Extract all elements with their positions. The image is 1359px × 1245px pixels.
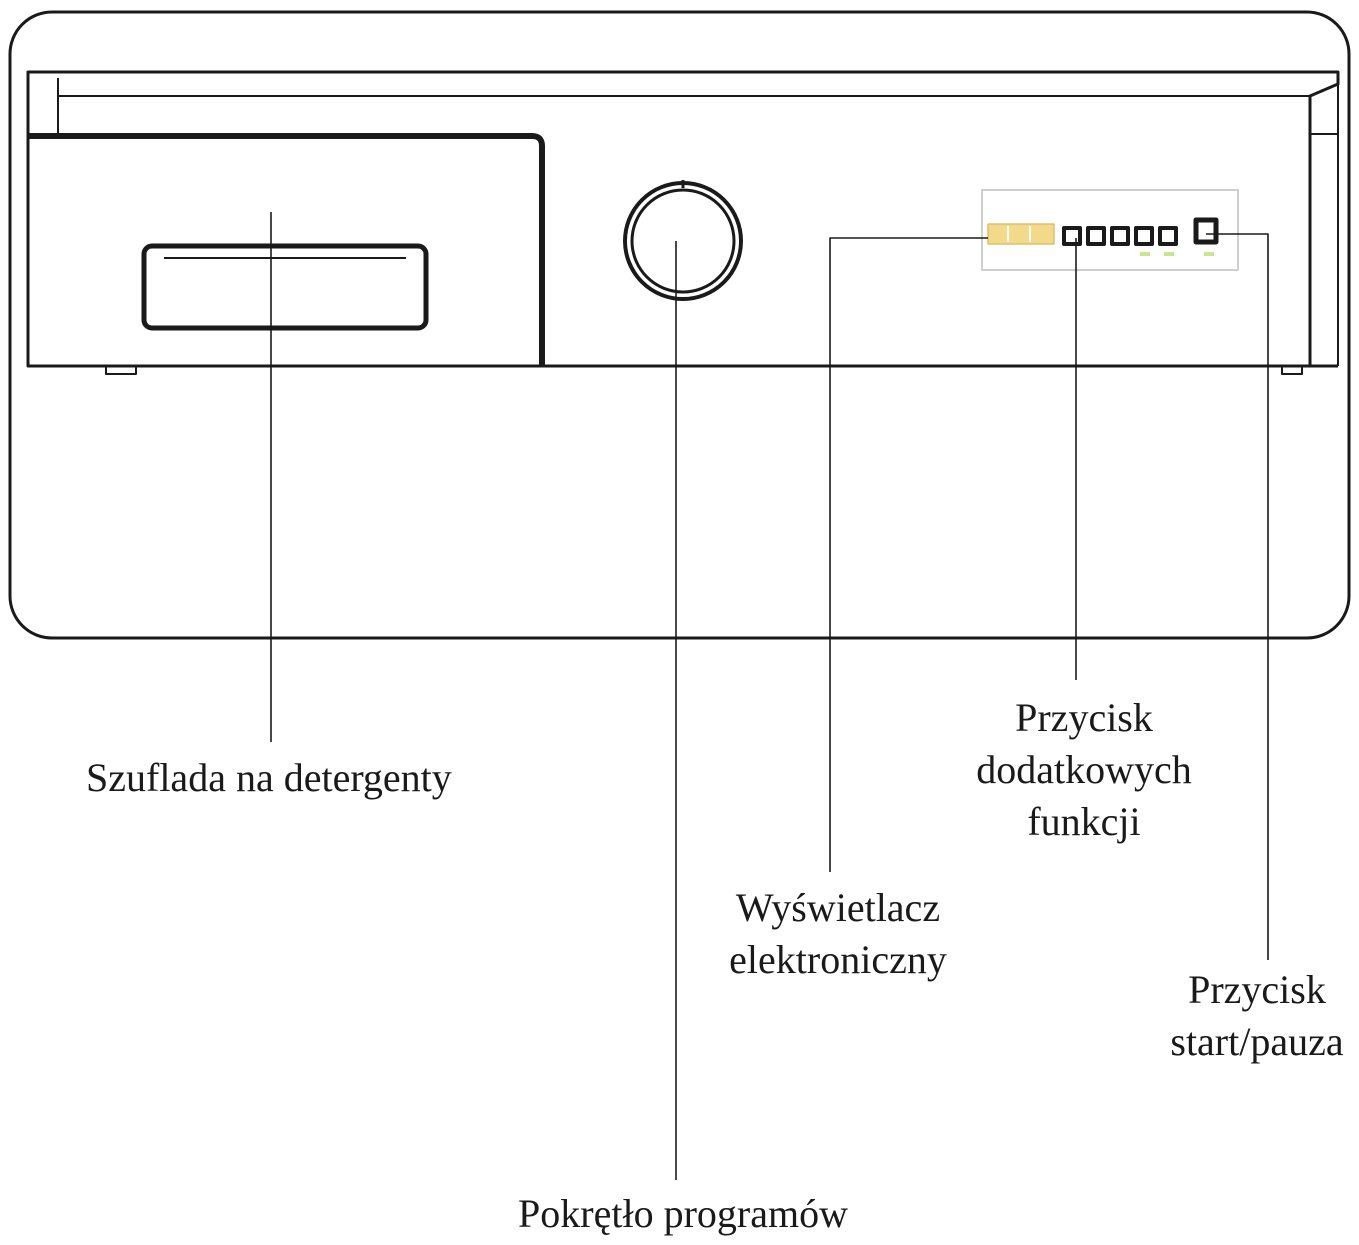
leader-start-pause — [1206, 233, 1269, 960]
label-detergent-drawer: Szuflada na detergenty — [86, 755, 452, 800]
extra-function-buttons — [1062, 226, 1178, 246]
display-window — [987, 223, 1055, 245]
label-display-line-1: Wyświetlacz — [735, 885, 941, 930]
label-display-line-2: elektroniczny — [729, 937, 947, 982]
label-start-pause-line-1: Przycisk — [1188, 967, 1326, 1012]
panel-housing — [8, 10, 1351, 640]
extra-function-button-2 — [1086, 226, 1106, 246]
right-foot — [1281, 365, 1303, 375]
label-program-knob: Pokrętło programów — [518, 1191, 848, 1236]
extra-function-button-3 — [1110, 226, 1130, 246]
program-knob — [623, 181, 743, 301]
leader-display — [829, 237, 988, 872]
label-display: Wyświetlacz elektroniczny — [729, 882, 947, 986]
program-knob-inner — [630, 188, 736, 294]
start-pause-button — [1193, 217, 1219, 245]
indicator-lights — [1140, 252, 1214, 256]
detergent-drawer — [28, 133, 545, 366]
extra-function-button-5 — [1158, 226, 1178, 246]
label-extra-functions: Przycisk dodatkowych funkcji — [976, 692, 1192, 848]
label-extra-functions-line-1: Przycisk — [1015, 695, 1153, 740]
label-start-pause: Przycisk start/pauza — [1170, 964, 1343, 1068]
detergent-drawer-handle — [141, 243, 429, 331]
left-foot — [105, 365, 137, 375]
control-strip — [26, 70, 1340, 368]
display-module — [981, 189, 1239, 271]
extra-function-button-4 — [1134, 226, 1154, 246]
extra-function-button-1 — [1062, 226, 1082, 246]
leader-lines — [270, 212, 1269, 1180]
label-extra-functions-line-2: dodatkowych — [976, 747, 1192, 792]
label-start-pause-line-2: start/pauza — [1170, 1019, 1344, 1064]
label-extra-functions-line-3: funkcji — [1027, 799, 1141, 844]
